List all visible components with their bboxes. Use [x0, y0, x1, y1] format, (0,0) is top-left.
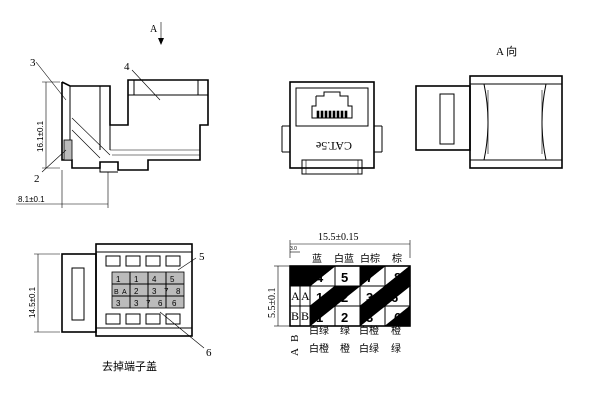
- footer-a-0: 白绿: [309, 324, 329, 337]
- bottom-slot-row-bottom: [105, 313, 181, 325]
- bottom-slot-row-top: [105, 255, 181, 267]
- pin-r2-3: 3: [152, 287, 157, 296]
- pin-r3-2: 7: [146, 299, 151, 308]
- bottom-view-caption: 去掉端子盖: [102, 359, 157, 373]
- row-label-a: A: [291, 289, 300, 303]
- pin-r3-4: 6: [172, 299, 177, 308]
- a-direction-view: A 向: [415, 44, 563, 169]
- header-2: 白棕: [360, 252, 380, 265]
- header-1: 白蓝: [334, 252, 354, 265]
- footer-b-3: 绿: [391, 342, 401, 355]
- footer-b-1: 橙: [340, 342, 350, 355]
- footer-marker-b: B: [289, 335, 301, 342]
- header-3: 棕: [392, 252, 402, 265]
- pin-r2-1: A: [122, 289, 127, 296]
- side-label-b: B: [301, 309, 309, 323]
- color-code-table: 15.5±0.15 3.0 蓝 白蓝 白棕 棕 A B: [267, 232, 411, 356]
- pin-r2-2: 2: [134, 287, 139, 296]
- t-r1-2: 7: [366, 270, 373, 285]
- footer-a-2: 白橙: [359, 324, 379, 337]
- pin-r3-3: 6: [158, 299, 163, 308]
- view-arrow-label: A: [150, 24, 158, 35]
- pin-r1-1: 1: [134, 275, 139, 284]
- footer-marker-a: A: [289, 348, 301, 356]
- dim-height-front: 16.1±0.1: [36, 120, 45, 152]
- dim-depth: 8.1±0.1: [18, 195, 45, 204]
- a-view-title: A 向: [496, 44, 517, 58]
- pin-r1-0: 1: [116, 275, 121, 284]
- t-r1-0: 4: [316, 270, 324, 285]
- front-view: CAT.5e: [281, 81, 383, 175]
- pin-r2-0: B: [114, 289, 119, 296]
- side-view: 3 4 2 16.1±0.1 8.1±0.1: [16, 57, 209, 208]
- t-r1-1: 5: [341, 270, 348, 285]
- dim-height-bottom: 14.5±0.1: [28, 286, 37, 318]
- dim-table-height: 5.5±0.1: [267, 288, 278, 319]
- callout-5: 5: [199, 251, 205, 263]
- pin-r1-3: 5: [170, 275, 175, 284]
- footer-b-0: 白橙: [309, 342, 329, 355]
- t-r1-3: 8: [394, 270, 401, 285]
- t-r2-2: 3: [366, 290, 373, 305]
- footer-a-1: 绿: [340, 324, 350, 337]
- side-label-a: A: [301, 289, 310, 303]
- pin-r1-2: 4: [152, 275, 157, 284]
- pin-r2-5: 8: [176, 287, 181, 296]
- row-label-b: B: [291, 309, 299, 323]
- t-r3-0: 1: [316, 310, 323, 325]
- t-r3-2: 3: [366, 310, 373, 325]
- view-arrow-a: A: [150, 22, 164, 45]
- t-r3-3: 6: [394, 310, 401, 325]
- footer-a-3: 橙: [391, 324, 401, 337]
- bottom-view: 1 1 4 5 B A 2 3 7 8 3 3 7 6 6 5 6 去掉端子盖 …: [28, 243, 212, 373]
- front-contacts: [316, 110, 348, 119]
- pin-r2-4: 7: [164, 287, 169, 296]
- dim-table-width: 15.5±0.15: [318, 232, 359, 243]
- callout-4: 4: [124, 61, 130, 73]
- t-r3-1: 2: [341, 310, 348, 325]
- callout-6: 6: [206, 347, 212, 359]
- footer-b-2: 白绿: [359, 342, 379, 355]
- header-0: 蓝: [312, 253, 322, 265]
- front-cat-label: CAT.5e: [316, 139, 352, 153]
- callout-2: 2: [34, 173, 40, 185]
- pin-r3-1: 3: [134, 299, 139, 308]
- pin-r3-0: 3: [116, 299, 121, 308]
- t-r2-1: 2: [341, 290, 348, 305]
- dim-small: 3.0: [290, 246, 297, 252]
- t-r2-3: 6: [391, 290, 398, 305]
- t-r2-0: 1: [316, 290, 323, 305]
- callout-3: 3: [30, 57, 36, 69]
